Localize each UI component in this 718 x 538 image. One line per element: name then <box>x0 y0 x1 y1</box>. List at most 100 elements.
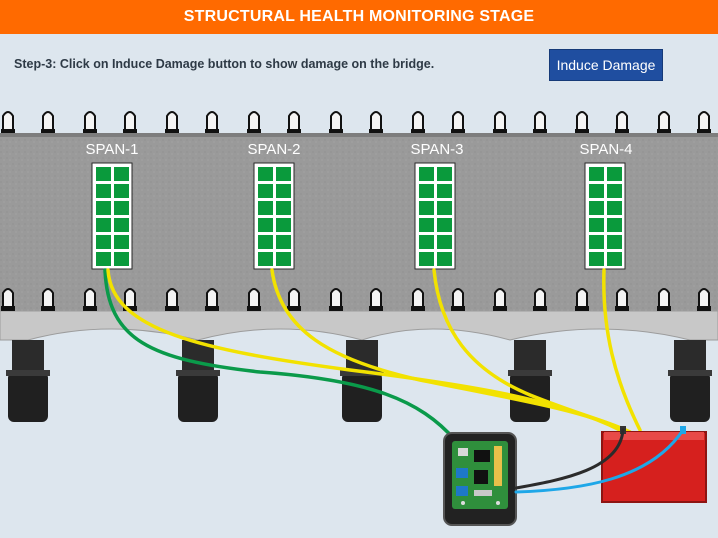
pier <box>508 340 552 422</box>
sensor-cell <box>589 235 604 249</box>
sensor-cell <box>419 235 434 249</box>
sensor-cell <box>607 201 622 215</box>
sensor-cell <box>276 252 291 266</box>
bollard-bottom <box>575 288 589 311</box>
battery <box>601 426 707 503</box>
sensor-panel-span-3 <box>414 162 456 270</box>
sensor-cell <box>607 252 622 266</box>
yellow-wire-3 <box>432 268 632 434</box>
bollard-bottom <box>615 288 629 311</box>
bollard-top <box>165 111 179 134</box>
bollard-top <box>369 111 383 134</box>
pier <box>6 340 50 422</box>
sensor-cell <box>437 201 452 215</box>
span-label-3: SPAN-3 <box>410 141 463 158</box>
bollard-top <box>615 111 629 134</box>
sensor-cell <box>276 218 291 232</box>
bollard-top <box>1 111 15 134</box>
bollard-bottom <box>41 288 55 311</box>
sensor-cell <box>437 184 452 198</box>
bollard-bottom <box>533 288 547 311</box>
bollard-top <box>123 111 137 134</box>
bollard-bottom <box>1 288 15 311</box>
bollard-bottom <box>205 288 219 311</box>
green-wire <box>103 268 457 442</box>
span-label-4: SPAN-4 <box>579 141 632 158</box>
pier <box>340 340 384 422</box>
bollard-bottom <box>369 288 383 311</box>
sensor-cell <box>607 235 622 249</box>
sensor-cell <box>589 201 604 215</box>
bollard-bottom <box>247 288 261 311</box>
bollard-bottom <box>329 288 343 311</box>
bollard-bottom <box>411 288 425 311</box>
sensor-cell <box>276 235 291 249</box>
yellow-wire-4 <box>602 268 642 432</box>
span-label-1: SPAN-1 <box>85 141 138 158</box>
bollard-top <box>493 111 507 134</box>
sensor-cell <box>114 167 129 181</box>
pier <box>176 340 220 422</box>
sensor-cell <box>114 218 129 232</box>
sensor-cell <box>419 167 434 181</box>
span-label-2: SPAN-2 <box>247 141 300 158</box>
sensor-cell <box>276 184 291 198</box>
sensor-cell <box>96 252 111 266</box>
sensor-panel-span-1 <box>91 162 133 270</box>
top-bollards <box>1 111 711 134</box>
bollard-top <box>41 111 55 134</box>
bollard-top <box>697 111 711 134</box>
sensor-cell <box>258 218 273 232</box>
sensor-cell <box>114 201 129 215</box>
sensor-cell <box>96 201 111 215</box>
sensor-cell <box>258 235 273 249</box>
induce-damage-button[interactable]: Induce Damage <box>549 49 663 81</box>
bollard-bottom <box>123 288 137 311</box>
bollard-bottom <box>287 288 301 311</box>
bollard-bottom <box>697 288 711 311</box>
step-instruction: Step-3: Click on Induce Damage button to… <box>14 57 434 71</box>
bollard-top <box>205 111 219 134</box>
bollard-bottom <box>83 288 97 311</box>
sensor-panel-span-2 <box>253 162 295 270</box>
sensor-cell <box>589 184 604 198</box>
blue-cable <box>514 428 685 494</box>
sensor-cell <box>114 235 129 249</box>
sensor-cell <box>589 167 604 181</box>
bollard-top <box>451 111 465 134</box>
bollard-bottom <box>451 288 465 311</box>
sensor-cell <box>96 235 111 249</box>
sensor-cell <box>437 252 452 266</box>
sensor-cell <box>96 218 111 232</box>
sensor-cell <box>258 201 273 215</box>
bridge-piers <box>6 340 712 422</box>
black-cable <box>514 428 625 490</box>
bollard-bottom <box>493 288 507 311</box>
step-number: Step-3: <box>14 57 57 71</box>
bollard-bottom <box>165 288 179 311</box>
sensor-cell <box>437 218 452 232</box>
sensor-cell <box>589 252 604 266</box>
sensor-cell <box>607 167 622 181</box>
bollard-top <box>83 111 97 134</box>
bollard-bottom <box>657 288 671 311</box>
bollard-top <box>411 111 425 134</box>
pier <box>668 340 712 422</box>
sensor-cell <box>589 218 604 232</box>
sensor-wires <box>103 268 642 442</box>
sensor-cell <box>419 201 434 215</box>
sensor-cell <box>96 167 111 181</box>
sensor-cell <box>258 252 273 266</box>
bollard-top <box>533 111 547 134</box>
bollard-top <box>329 111 343 134</box>
bollard-top <box>287 111 301 134</box>
sensor-panel-span-4 <box>584 162 626 270</box>
sensor-cell <box>96 184 111 198</box>
sensor-cell <box>437 167 452 181</box>
bollard-top <box>657 111 671 134</box>
power-cables <box>514 428 685 494</box>
sensor-cell <box>276 167 291 181</box>
sensor-cell <box>258 167 273 181</box>
sensor-cell <box>419 218 434 232</box>
